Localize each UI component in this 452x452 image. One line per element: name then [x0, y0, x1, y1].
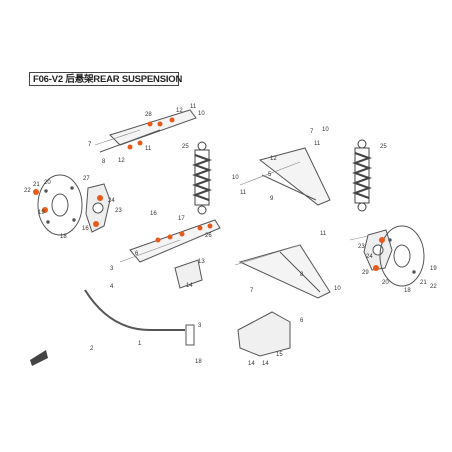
callout-21b: 21: [420, 280, 427, 286]
callout-23b: 23: [358, 244, 365, 250]
right-shock-absorber: [352, 139, 372, 212]
callout-8: 8: [102, 159, 106, 165]
callout-22: 22: [24, 188, 31, 194]
callout-12b: 12: [118, 158, 125, 164]
lower-arm-center: [129, 219, 221, 263]
upper-arm-bushings: [127, 117, 175, 150]
left-knuckle-bearing: [93, 195, 103, 227]
upper-arm-left: [99, 109, 197, 153]
callout-8b: 8: [300, 272, 304, 278]
lower-arm-bushings: [155, 223, 213, 243]
callout-28: 28: [145, 112, 152, 118]
callout-19: 19: [38, 210, 45, 216]
callout-19b: 19: [430, 266, 437, 272]
left-brake-disc: [37, 174, 83, 236]
bolt-leaders: [94, 129, 369, 266]
callout-16b: 16: [150, 211, 157, 217]
callout-18c: 18: [404, 288, 411, 294]
front-direction-icon: [30, 350, 48, 366]
callout-14c: 14: [262, 361, 269, 367]
stabilizer-link: [185, 324, 195, 346]
callout-6b: 6: [300, 318, 304, 324]
callout-1: 1: [138, 341, 142, 347]
callout-20b: 20: [382, 280, 389, 286]
callout-24: 24: [108, 198, 115, 204]
left-shock-absorber: [192, 141, 212, 215]
callout-12: 12: [176, 108, 183, 114]
callout-18: 18: [60, 234, 67, 240]
mount-bracket: [174, 259, 203, 289]
callout-11e: 11: [320, 231, 327, 237]
left-knuckle: [85, 183, 111, 233]
title-box: F06-V2 后悬架REAR SUSPENSION: [29, 72, 183, 86]
callout-26: 26: [205, 233, 212, 239]
callout-11b: 11: [145, 146, 152, 152]
right-knuckle: [363, 229, 393, 271]
callout-10c: 10: [232, 175, 239, 181]
callout-3b: 3: [198, 323, 202, 329]
stabilizer-bar: [84, 289, 185, 331]
callout-11: 11: [190, 104, 197, 110]
callout-20: 20: [44, 180, 51, 186]
callout-22b: 22: [430, 284, 437, 290]
callout-12c: 12: [270, 156, 277, 162]
callout-9: 9: [270, 196, 274, 202]
callout-17: 17: [178, 216, 185, 222]
callout-25: 25: [182, 144, 189, 150]
callout-11d: 11: [240, 190, 247, 196]
callout-21: 21: [33, 182, 40, 188]
callout-11c: 11: [314, 141, 321, 147]
right-brake-disc: [379, 225, 425, 287]
callout-15: 15: [276, 352, 283, 358]
right-hub-nut: [373, 237, 385, 271]
callout-29: 29: [362, 270, 369, 276]
callout-7: 7: [88, 142, 92, 148]
callout-7c: 7: [250, 288, 254, 294]
callout-6: 6: [135, 251, 139, 257]
lower-a-arm-right: [238, 244, 331, 299]
upper-a-arm-right: [258, 147, 331, 206]
callout-14: 14: [186, 283, 193, 289]
callout-5: 5: [268, 172, 272, 178]
callout-24b: 24: [366, 254, 373, 260]
callout-14b: 14: [248, 361, 255, 367]
callout-10: 10: [198, 111, 205, 117]
callout-3: 3: [110, 266, 114, 272]
diagram-title: F06-V2 后悬架REAR SUSPENSION: [33, 74, 183, 85]
callout-13: 13: [198, 259, 205, 265]
callout-4: 4: [110, 284, 114, 290]
callout-23: 23: [115, 208, 122, 214]
skid-plate: [237, 311, 291, 357]
callout-18b: 18: [195, 359, 202, 365]
callout-27: 27: [83, 176, 90, 182]
callout-10d: 10: [334, 286, 341, 292]
callout-25b: 25: [380, 144, 387, 150]
callout-labels: 7 8 12 11 10 28 11 12 25 26 25 7 11 10 1…: [24, 104, 437, 367]
callout-7b: 7: [310, 129, 314, 135]
callout-2: 2: [90, 346, 94, 352]
callout-16: 16: [82, 226, 89, 232]
callout-10b: 10: [322, 127, 329, 133]
left-hub-nut: [33, 189, 48, 213]
